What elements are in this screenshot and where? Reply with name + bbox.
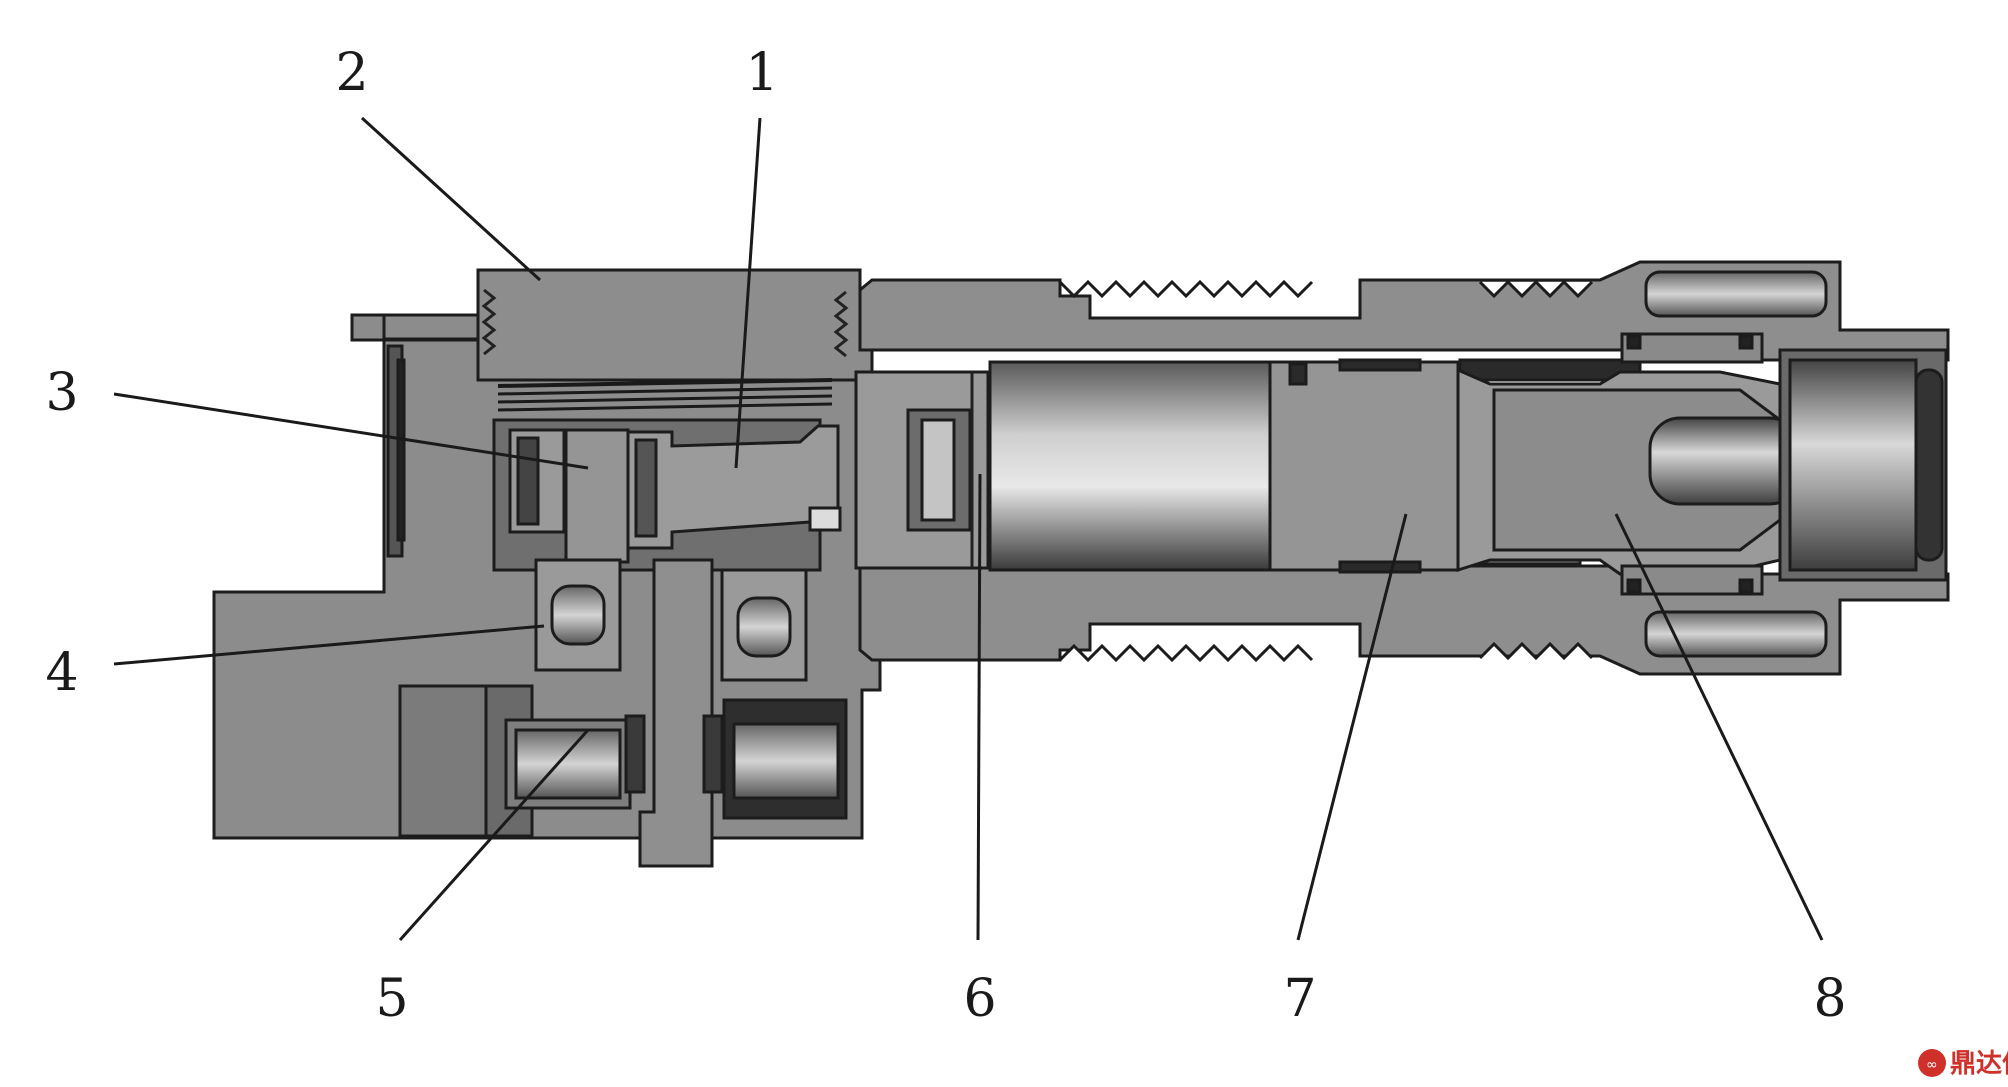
label-3: 3 xyxy=(45,363,78,423)
label-5: 5 xyxy=(375,969,408,1029)
watermark-logo-icon xyxy=(1918,1049,1946,1077)
watermark-logo-glyph: ∞ xyxy=(1926,1057,1938,1073)
leader-line-2 xyxy=(360,116,542,282)
leader-line-8 xyxy=(1614,513,1824,941)
leader-line-7 xyxy=(1296,513,1408,941)
leader-lines xyxy=(113,116,1824,942)
label-6: 6 xyxy=(963,969,996,1029)
end-plug-part-8 xyxy=(1456,270,1948,658)
sleeve-part-6 xyxy=(854,370,990,570)
cap-part-2 xyxy=(476,268,874,412)
label-4: 4 xyxy=(45,643,78,703)
bearing-housing-part-4 xyxy=(534,558,808,868)
watermark: ∞ 鼎达信 xyxy=(1918,1049,2008,1079)
piston-rod-part-1 xyxy=(626,424,842,550)
leader-line-3 xyxy=(113,392,589,470)
label-7: 7 xyxy=(1283,969,1316,1029)
label-2: 2 xyxy=(335,43,368,103)
bottom-rollers-part-5 xyxy=(504,698,848,820)
leader-line-6 xyxy=(976,473,982,941)
leader-line-5 xyxy=(398,728,590,942)
label-1: 1 xyxy=(745,43,778,103)
inner-cylinder xyxy=(988,360,1272,572)
label-8: 8 xyxy=(1813,969,1846,1029)
callout-labels: 1 2 3 4 5 6 7 8 xyxy=(45,43,1846,1029)
leader-line-4 xyxy=(113,624,545,666)
watermark-text: 鼎达信 xyxy=(1950,1049,2008,1079)
leader-line-1 xyxy=(734,117,762,469)
